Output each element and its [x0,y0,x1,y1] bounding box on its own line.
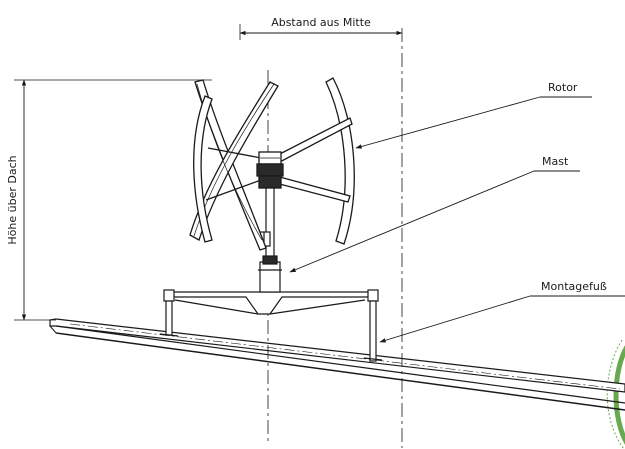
leaders [289,96,625,343]
distance-from-center-label: Abstand aus Mitte [271,16,371,29]
height-above-roof-label: Höhe über Dach [6,155,19,244]
mounting-frame [159,289,383,362]
mounting-foot-label: Montagefuß [541,280,607,293]
rotor-label: Rotor [548,81,578,94]
rotor [189,77,355,251]
decorative-green-arcs [606,339,625,449]
mast-label: Mast [542,155,569,168]
roof-beam [49,318,625,411]
mast [258,185,282,293]
